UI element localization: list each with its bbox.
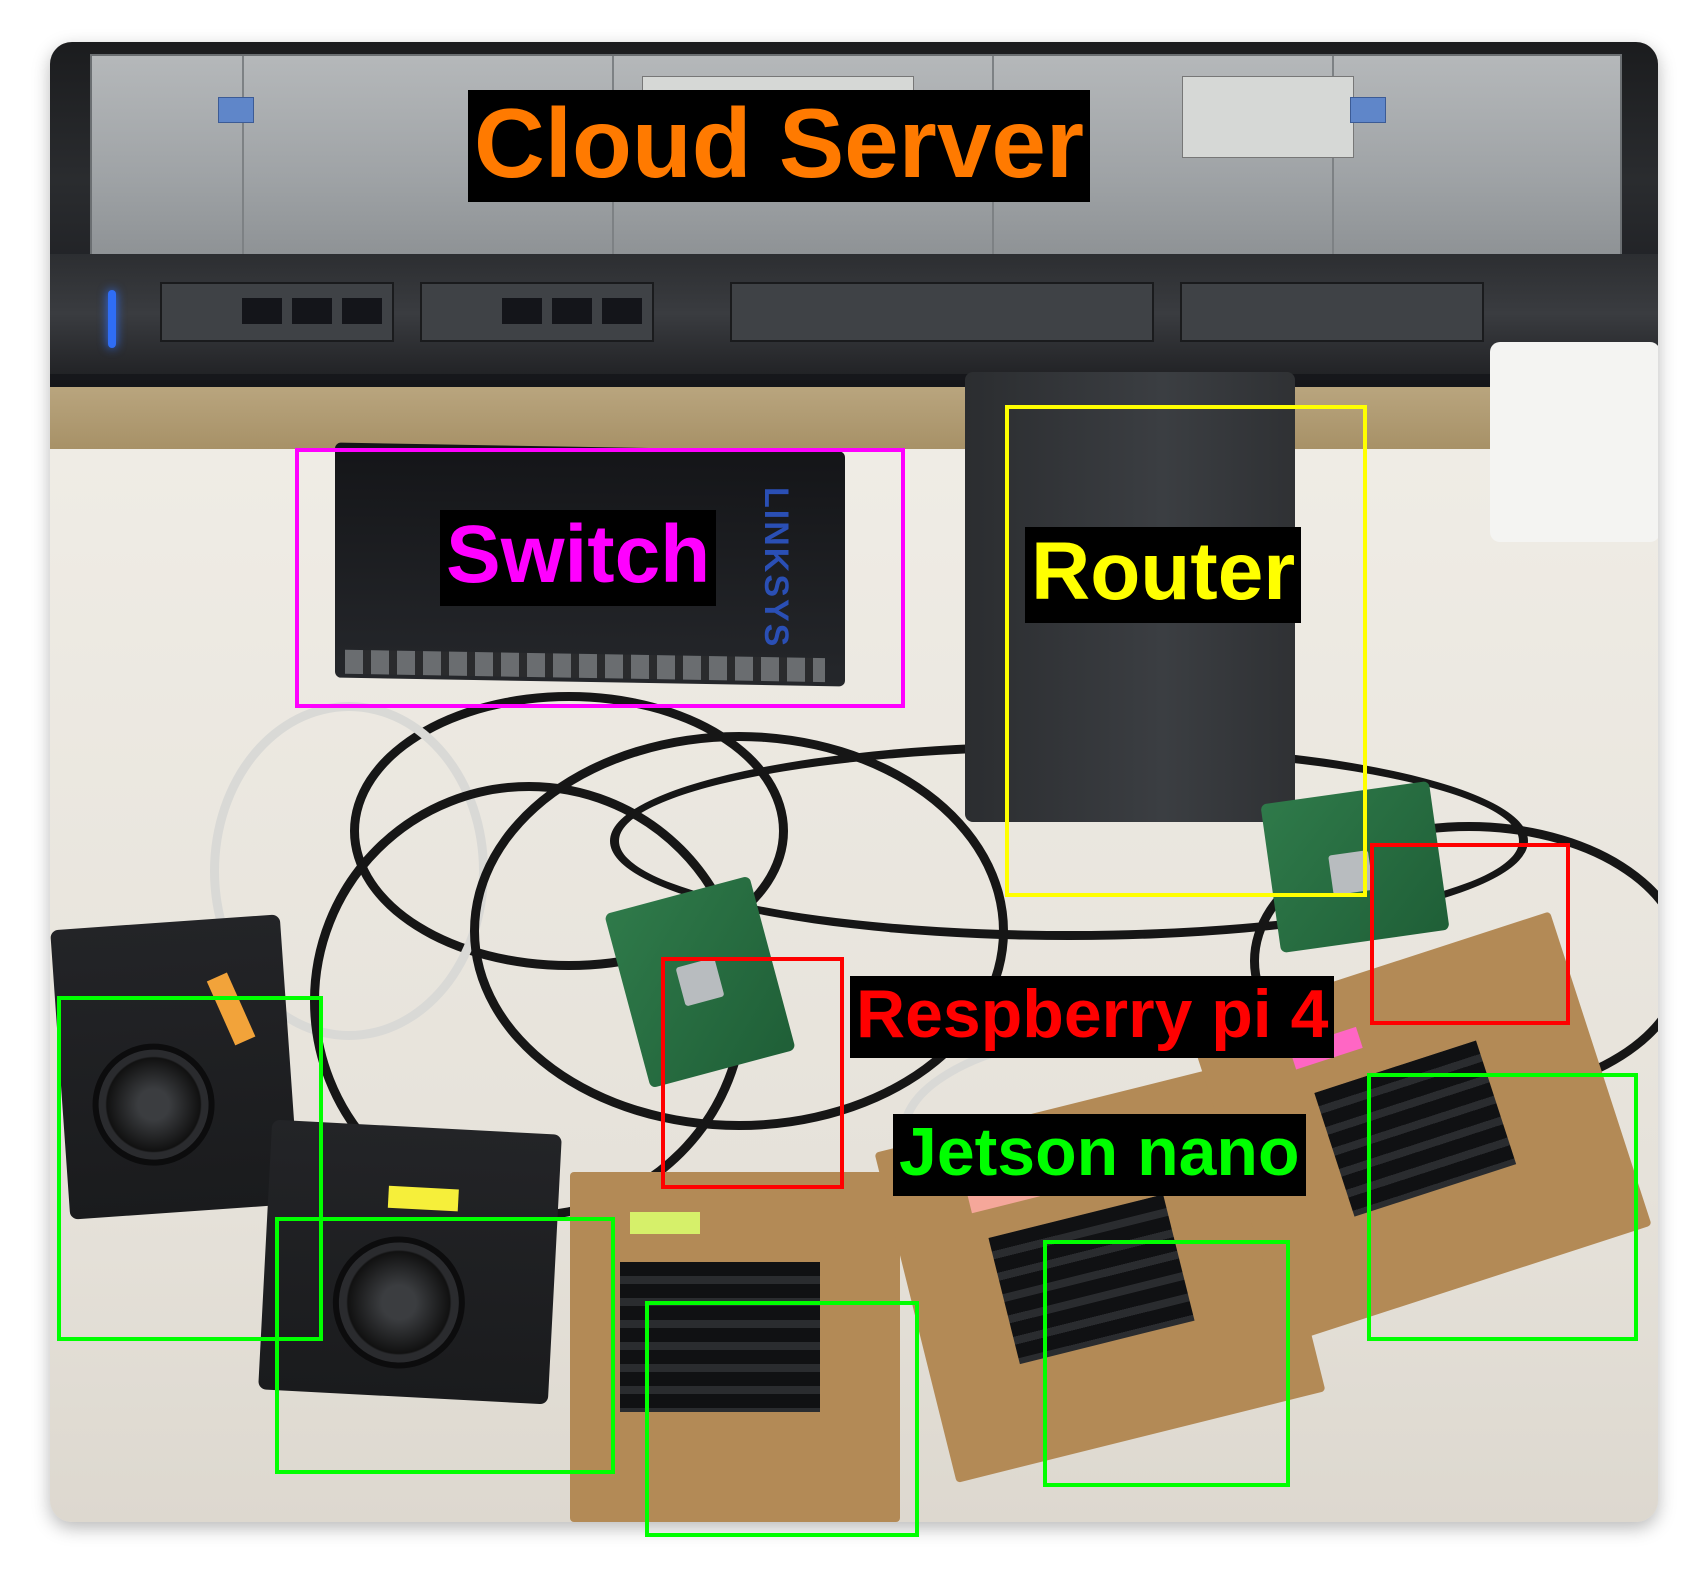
drive-bay bbox=[730, 282, 1154, 342]
jetson-nano-label: Jetson nano bbox=[893, 1114, 1306, 1196]
power-led bbox=[108, 290, 116, 348]
jetson-box bbox=[570, 1172, 900, 1522]
wooden-shelf-edge bbox=[50, 387, 1658, 449]
drive-bay bbox=[420, 282, 654, 342]
switch-box bbox=[295, 448, 905, 708]
release-tab-right bbox=[1350, 97, 1386, 123]
raspberry-pi-label: Respberry pi 4 bbox=[850, 976, 1335, 1058]
release-tab-left bbox=[218, 97, 254, 123]
power-adapter bbox=[1490, 342, 1658, 542]
drive-bay bbox=[160, 282, 394, 342]
raspberry-pi-box bbox=[1370, 843, 1570, 1025]
jetson-nano-box bbox=[1367, 1073, 1638, 1341]
jetson-nano-box bbox=[275, 1217, 615, 1474]
raspberry-pi-box bbox=[661, 957, 844, 1189]
drive-bay bbox=[1180, 282, 1484, 342]
router-label: Router bbox=[1025, 527, 1302, 623]
server-service-tag bbox=[1182, 76, 1354, 158]
switch-label: Switch bbox=[440, 510, 717, 606]
jetson-nano-box bbox=[57, 996, 323, 1341]
router-box bbox=[1005, 405, 1367, 897]
jetson-nano-box bbox=[1043, 1240, 1290, 1487]
cloud-server-label: Cloud Server bbox=[468, 90, 1090, 202]
jetson-nano-box bbox=[645, 1301, 919, 1537]
